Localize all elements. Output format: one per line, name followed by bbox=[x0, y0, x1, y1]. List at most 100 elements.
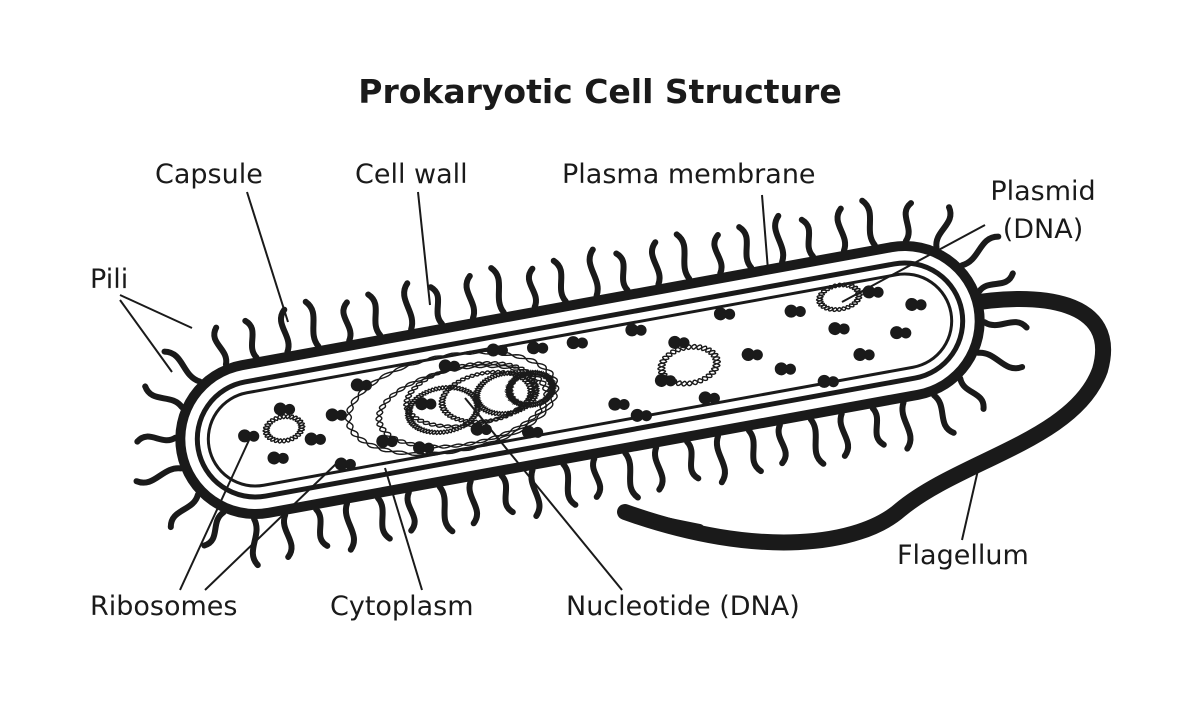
pilus bbox=[427, 284, 445, 327]
pilus bbox=[649, 239, 663, 288]
flagellum-taper bbox=[621, 508, 704, 532]
pilus bbox=[684, 438, 702, 482]
ribosome bbox=[415, 397, 437, 411]
plasmid-leader bbox=[841, 224, 986, 303]
pilus bbox=[976, 270, 1016, 295]
ribosome bbox=[905, 297, 927, 311]
pilus bbox=[652, 444, 666, 493]
pilus bbox=[859, 197, 878, 249]
ribosome bbox=[713, 307, 736, 321]
cell-wall-line bbox=[194, 260, 966, 500]
cell-body bbox=[175, 240, 985, 520]
capsule-leader bbox=[246, 191, 289, 323]
pilus bbox=[401, 280, 416, 333]
pilus bbox=[278, 306, 292, 355]
pilus bbox=[772, 212, 787, 265]
ribosome bbox=[608, 397, 630, 411]
pilus bbox=[736, 224, 755, 271]
pilus bbox=[466, 478, 481, 527]
cytoplasm-region bbox=[238, 282, 927, 471]
ribosome bbox=[784, 304, 806, 318]
ribosome bbox=[325, 408, 347, 422]
pilus bbox=[374, 495, 393, 542]
pilus bbox=[302, 298, 322, 350]
nucleoid-loop bbox=[503, 369, 558, 409]
pilus bbox=[342, 500, 357, 553]
ribosome bbox=[526, 341, 549, 355]
pili-leader-2 bbox=[119, 299, 173, 373]
flagellum bbox=[617, 290, 1112, 551]
ribosome bbox=[630, 408, 652, 422]
label-ribosomes: Ribosomes bbox=[90, 591, 238, 622]
pilus bbox=[211, 324, 230, 368]
pilus bbox=[673, 231, 693, 282]
label-plasma-membrane: Plasma membrane bbox=[562, 159, 816, 190]
plasmid-ring bbox=[657, 343, 722, 387]
pilus bbox=[590, 455, 604, 500]
pilus bbox=[775, 422, 789, 467]
ribosome bbox=[304, 432, 326, 446]
pilus bbox=[365, 291, 384, 338]
ribosomes-leader-2 bbox=[204, 461, 339, 591]
ribosomes-leader-1 bbox=[179, 437, 251, 591]
leader-lines bbox=[119, 191, 986, 591]
pilus bbox=[560, 461, 579, 508]
pilus bbox=[837, 410, 852, 459]
cytoplasm-leader bbox=[384, 467, 423, 591]
nucleotide-leader bbox=[464, 397, 623, 591]
pilus bbox=[525, 265, 539, 310]
label-plasmid: Plasmid bbox=[990, 176, 1095, 207]
nucleoid-loop bbox=[404, 384, 482, 436]
label-plasmid-dna: (DNA) bbox=[1003, 214, 1084, 245]
diagram-title: Prokaryotic Cell Structure bbox=[358, 72, 841, 111]
pilus bbox=[133, 465, 184, 486]
pilus bbox=[528, 466, 543, 519]
label-flagellum: Flagellum bbox=[897, 540, 1029, 571]
pili-group bbox=[133, 197, 1030, 569]
pilus bbox=[404, 489, 418, 534]
pili-leader-1 bbox=[119, 294, 193, 329]
pilus bbox=[242, 317, 260, 361]
pilus bbox=[981, 319, 1030, 331]
ribosome bbox=[625, 323, 647, 337]
flagellum-leader bbox=[961, 469, 979, 541]
pilus bbox=[498, 472, 516, 516]
pilus bbox=[869, 405, 887, 448]
ribosome bbox=[376, 434, 398, 448]
pilus bbox=[711, 232, 725, 277]
pilus bbox=[463, 273, 478, 322]
plasma-membrane-leader bbox=[761, 194, 769, 271]
ribosome bbox=[774, 362, 796, 376]
ribosome bbox=[273, 402, 296, 416]
pilus bbox=[975, 349, 1026, 372]
pilus bbox=[201, 509, 227, 549]
pilus bbox=[959, 233, 1002, 269]
pilus bbox=[957, 375, 987, 412]
ribosome bbox=[853, 348, 875, 362]
label-pili: Pili bbox=[90, 264, 128, 295]
label-cytoplasm: Cytoplasm bbox=[330, 591, 474, 622]
ribosome bbox=[334, 457, 356, 471]
ribosome bbox=[741, 348, 763, 362]
pilus bbox=[167, 491, 201, 531]
pilus bbox=[899, 399, 914, 452]
label-nucleotide: Nucleotide (DNA) bbox=[566, 591, 800, 622]
nucleoid-loop bbox=[375, 363, 551, 449]
pilus bbox=[807, 416, 827, 467]
plasmid-ring bbox=[262, 413, 306, 444]
label-capsule: Capsule bbox=[155, 159, 263, 190]
ribosome bbox=[521, 425, 544, 439]
ribosome bbox=[238, 429, 260, 443]
pilus bbox=[280, 511, 295, 560]
ribosome bbox=[890, 326, 912, 340]
pilus bbox=[313, 506, 331, 549]
pilus bbox=[798, 216, 816, 260]
label-cell-wall: Cell wall bbox=[355, 159, 468, 190]
ribosome bbox=[828, 322, 850, 336]
pilus bbox=[713, 433, 728, 486]
cell-wall-leader bbox=[417, 191, 431, 306]
nucleoid-loop bbox=[344, 350, 560, 457]
pilus bbox=[550, 257, 569, 305]
